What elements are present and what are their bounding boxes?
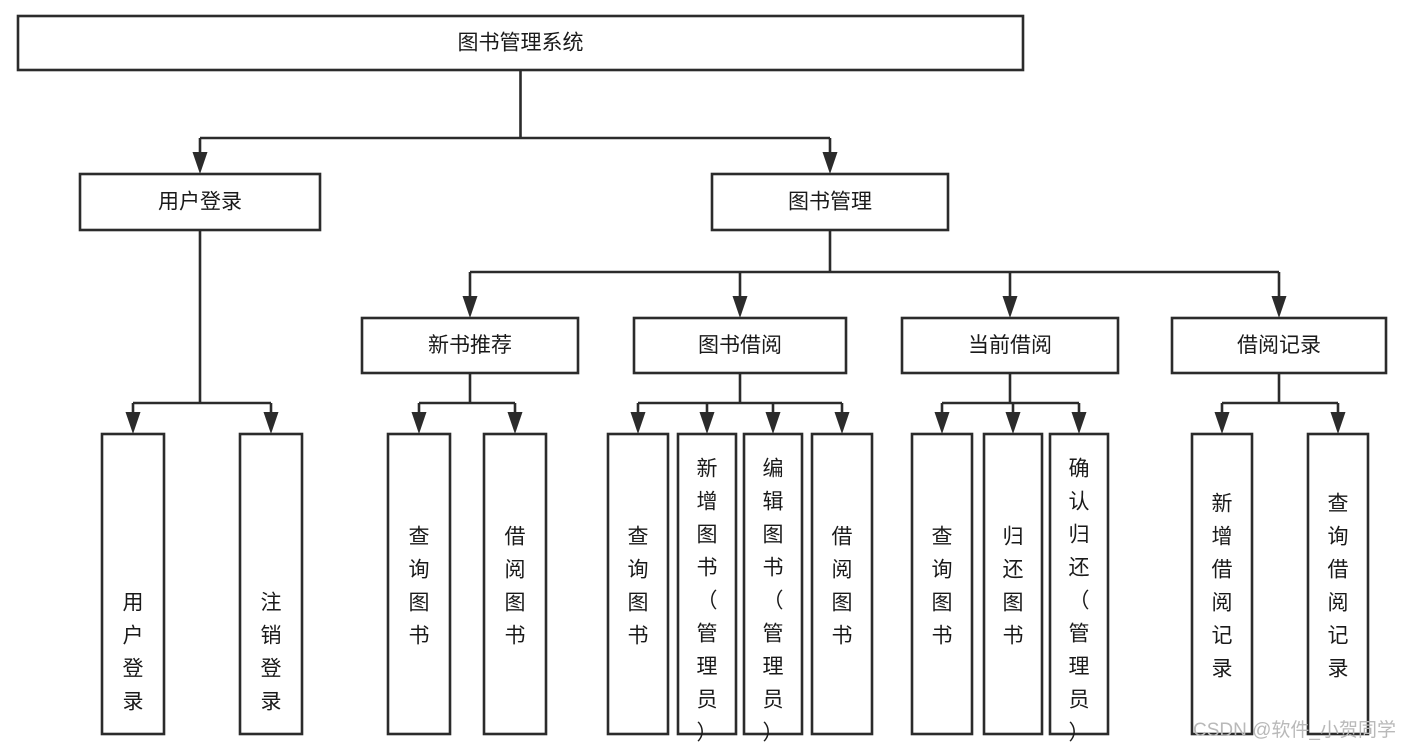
node-label-leaf-add-book: 新增图书（管理员）	[697, 458, 718, 745]
node-label-leaf-borrow-book-1: 借阅图书	[505, 526, 526, 648]
node-label-leaf-return-book: 归还图书	[1003, 526, 1024, 648]
node-leaf-query-book-1[interactable]: 查询图书	[386, 432, 452, 736]
node-leaf-query-book-2[interactable]: 查询图书	[606, 432, 670, 736]
node-box-root	[16, 14, 1025, 72]
node-label-leaf-query-record: 查询借阅记录	[1328, 493, 1349, 681]
arrowhead-icon-leaf-confirm-return	[1071, 412, 1087, 434]
node-leaf-query-book-3[interactable]: 查询图书	[910, 432, 974, 736]
node-new-book-rec[interactable]: 新书推荐	[360, 316, 580, 375]
node-box-leaf-add-book	[676, 432, 738, 736]
node-label-leaf-user-logout: 注销登录	[261, 592, 282, 714]
node-box-current-borrow	[900, 316, 1120, 375]
connector-group-current-borrow	[934, 373, 1087, 434]
node-leaf-query-record[interactable]: 查询借阅记录	[1306, 432, 1370, 736]
node-label-new-book-rec: 新书推荐	[428, 334, 512, 357]
node-leaf-add-record[interactable]: 新增借阅记录	[1190, 432, 1254, 736]
arrowhead-icon-leaf-edit-book	[765, 412, 781, 434]
arrowhead-icon-borrow-record	[1271, 296, 1287, 318]
node-box-leaf-confirm-return	[1048, 432, 1110, 736]
node-current-borrow[interactable]: 当前借阅	[900, 316, 1120, 375]
connector-group-borrow-record	[1214, 373, 1346, 434]
node-box-leaf-edit-book	[742, 432, 804, 736]
node-label-borrow-record: 借阅记录	[1237, 334, 1321, 357]
node-box-leaf-borrow-book-2	[810, 432, 874, 736]
node-box-leaf-user-logout	[238, 432, 304, 736]
node-label-leaf-query-book-2: 查询图书	[628, 526, 649, 648]
node-label-book-manage: 图书管理	[788, 191, 872, 214]
csdn-watermark: CSDN @软件_小贺同学	[1193, 719, 1396, 741]
node-leaf-user-logout[interactable]: 注销登录	[238, 432, 304, 736]
node-leaf-edit-book[interactable]: 编辑图书（管理员）	[742, 432, 804, 745]
arrowhead-icon-leaf-add-book	[699, 412, 715, 434]
node-label-leaf-add-record: 新增借阅记录	[1212, 493, 1233, 681]
node-label-leaf-user-login: 用户登录	[123, 592, 144, 714]
node-leaf-add-book[interactable]: 新增图书（管理员）	[676, 432, 738, 745]
arrowhead-icon-leaf-borrow-book-1	[507, 412, 523, 434]
node-book-borrow[interactable]: 图书借阅	[632, 316, 848, 375]
node-box-leaf-query-record	[1306, 432, 1370, 736]
node-box-borrow-record	[1170, 316, 1388, 375]
node-label-root: 图书管理系统	[458, 32, 584, 55]
arrowhead-icon-book-borrow	[732, 296, 748, 318]
connector-group-book-manage	[462, 230, 1287, 318]
node-box-new-book-rec	[360, 316, 580, 375]
node-label-leaf-borrow-book-2: 借阅图书	[832, 526, 853, 648]
node-box-leaf-query-book-3	[910, 432, 974, 736]
arrowhead-icon-leaf-query-book-1	[411, 412, 427, 434]
connector-layer	[125, 70, 1346, 434]
arrowhead-icon-leaf-user-login	[125, 412, 141, 434]
arrowhead-icon-leaf-borrow-book-2	[834, 412, 850, 434]
node-root[interactable]: 图书管理系统	[16, 14, 1025, 72]
arrowhead-icon-leaf-add-record	[1214, 412, 1230, 434]
node-leaf-confirm-return[interactable]: 确认归还（管理员）	[1048, 432, 1110, 745]
node-label-leaf-query-book-1: 查询图书	[409, 526, 430, 648]
node-user-login[interactable]: 用户登录	[78, 172, 322, 232]
node-box-leaf-return-book	[982, 432, 1044, 736]
connector-group-user-login	[125, 230, 279, 434]
arrowhead-icon-user-login	[192, 152, 208, 174]
node-layer: 图书管理系统用户登录图书管理新书推荐图书借阅当前借阅借阅记录用户登录注销登录查询…	[16, 14, 1388, 745]
arrowhead-icon-current-borrow	[1002, 296, 1018, 318]
node-box-book-borrow	[632, 316, 848, 375]
node-label-leaf-confirm-return: 确认归还（管理员）	[1069, 458, 1090, 745]
node-label-user-login: 用户登录	[158, 191, 242, 214]
arrowhead-icon-book-manage	[822, 152, 838, 174]
node-leaf-user-login[interactable]: 用户登录	[100, 432, 166, 736]
node-box-leaf-query-book-2	[606, 432, 670, 736]
node-label-current-borrow: 当前借阅	[968, 334, 1052, 357]
arrowhead-icon-new-book-rec	[462, 296, 478, 318]
arrowhead-icon-leaf-query-book-2	[630, 412, 646, 434]
arrowhead-icon-leaf-return-book	[1005, 412, 1021, 434]
node-box-user-login	[78, 172, 322, 232]
arrowhead-icon-leaf-user-logout	[263, 412, 279, 434]
connector-group-book-borrow	[630, 373, 850, 434]
node-label-leaf-edit-book: 编辑图书（管理员）	[763, 458, 784, 745]
node-box-leaf-borrow-book-1	[482, 432, 548, 736]
arrowhead-icon-leaf-query-book-3	[934, 412, 950, 434]
node-leaf-borrow-book-1[interactable]: 借阅图书	[482, 432, 548, 736]
node-label-book-borrow: 图书借阅	[698, 334, 782, 357]
node-borrow-record[interactable]: 借阅记录	[1170, 316, 1388, 375]
node-leaf-borrow-book-2[interactable]: 借阅图书	[810, 432, 874, 736]
connector-group-root	[192, 70, 838, 174]
node-box-leaf-add-record	[1190, 432, 1254, 736]
node-book-manage[interactable]: 图书管理	[710, 172, 950, 232]
node-leaf-return-book[interactable]: 归还图书	[982, 432, 1044, 736]
node-box-book-manage	[710, 172, 950, 232]
node-box-leaf-user-login	[100, 432, 166, 736]
connector-group-new-book-rec	[411, 373, 523, 434]
arrowhead-icon-leaf-query-record	[1330, 412, 1346, 434]
node-box-leaf-query-book-1	[386, 432, 452, 736]
node-label-leaf-query-book-3: 查询图书	[932, 526, 953, 648]
